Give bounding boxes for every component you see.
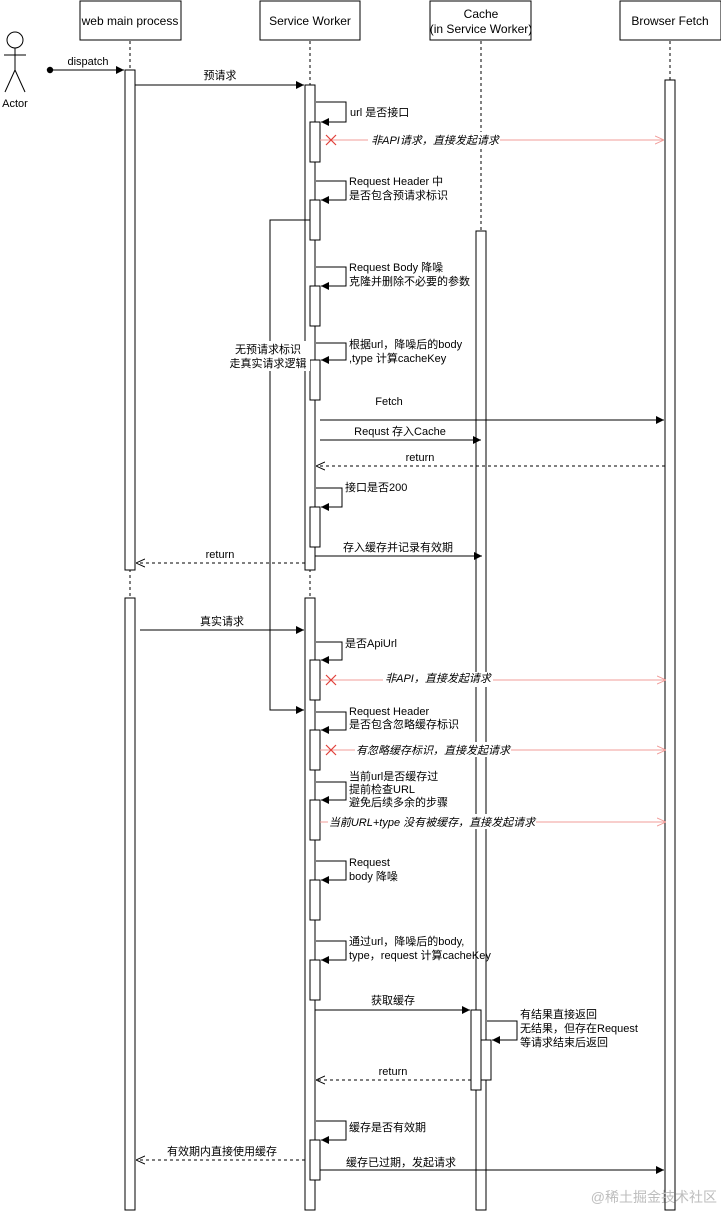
msg-header-check-label-1: Request Header 中	[349, 175, 443, 188]
msg-header-check-self	[316, 180, 347, 204]
msg-no-pre-flag-path	[269, 219, 310, 714]
msg-pre-request-label: 预请求	[204, 69, 237, 82]
watermark: @稀土掘金技术社区	[591, 1189, 717, 1205]
participant-web-box	[79, 0, 182, 41]
msg-cache-result-label-3: 等请求结束后返回	[520, 1035, 608, 1049]
activation-fetch-1	[664, 79, 676, 1211]
msg-url-check-label: url 是否接口	[350, 106, 409, 119]
participant-cache-label-1: Cache	[464, 7, 499, 21]
cross-icon	[325, 674, 337, 686]
participant-cache-box	[429, 0, 532, 41]
activation-sw-valid-check	[309, 1139, 321, 1181]
msg-body-denoise-label-1: Request Body 降噪	[349, 260, 443, 274]
actor-label: Actor	[2, 98, 28, 110]
activation-sw-url-cached	[309, 799, 321, 841]
msg-non-api-label: 非API请求，直接发起请求	[371, 134, 501, 147]
activation-web-2	[124, 597, 136, 1211]
participant-fetch-label: Browser Fetch	[631, 14, 708, 28]
msg-cache-expired-label: 缓存已过期，发起请求	[346, 1155, 456, 1169]
activation-sw-body-denoise	[309, 285, 321, 327]
msg-cachekey-2-label-1: 通过url，降噪后的body,	[349, 934, 464, 948]
msg-body-denoise-2-label-2: body 降噪	[349, 869, 398, 883]
msg-cachekey-self	[316, 342, 347, 364]
msg-cachekey-2-label-2: type，request 计算cacheKey	[349, 948, 491, 962]
activation-web-1	[124, 69, 136, 571]
msg-cachekey-label-1: 根据url，降噪后的body	[349, 337, 463, 351]
msg-store-expiry-label: 存入缓存并记录有效期	[343, 540, 453, 554]
msg-ignore-direct-label: 有忽略缓存标识，直接发起请求	[356, 744, 512, 757]
msg-no-pre-flag-label-1: 无预请求标识	[235, 342, 301, 356]
activation-sw-status-check	[309, 506, 321, 548]
msg-cache-result-label-2: 无结果，但存在Request	[520, 1021, 638, 1035]
msg-body-denoise-2-label-1: Request	[349, 857, 390, 869]
cross-icon	[325, 134, 337, 146]
participant-web-label: web main process	[81, 14, 179, 28]
msg-return-2-label: return	[206, 549, 235, 561]
participant-sw-box	[259, 0, 361, 41]
msg-ignore-check-label-1: Request Header	[349, 706, 429, 718]
msg-url-cached-label-1: 当前url是否缓存过	[349, 769, 438, 783]
msg-cache-result-self	[487, 1020, 518, 1044]
participant-fetch-box	[619, 0, 721, 41]
activation-sw-url-check	[309, 121, 321, 163]
activation-cache-result	[480, 1039, 492, 1081]
msg-not-cached-label: 当前URL+type 没有被缓存，直接发起请求	[329, 816, 537, 829]
msg-get-cache-label: 获取缓存	[371, 993, 415, 1007]
activation-cache-lookup	[470, 1009, 482, 1091]
msg-ignore-check-self	[316, 711, 347, 734]
cross-icon	[325, 744, 337, 756]
activation-sw-cachekey-2	[309, 959, 321, 1001]
msg-apiurl-label: 是否ApiUrl	[345, 637, 397, 650]
activation-sw-header-check	[309, 199, 321, 241]
msg-url-cached-label-3: 避免后续多余的步骤	[349, 795, 448, 809]
msg-cache-valid-self	[316, 1120, 347, 1144]
msg-body-denoise-self	[316, 266, 347, 290]
msg-apiurl-self	[316, 641, 343, 664]
activation-sw-cachekey	[309, 359, 321, 401]
activation-sw-apiurl-check	[309, 659, 321, 701]
participant-cache-label-2: (in Service Worker)	[430, 22, 532, 36]
msg-fetch-label: Fetch	[375, 396, 403, 408]
msg-use-cache-label: 有效期内直接使用缓存	[167, 1144, 277, 1158]
msg-body-denoise-2-self	[316, 860, 347, 884]
msg-url-cached-self	[316, 781, 347, 804]
msg-cache-result-label-1: 有结果直接返回	[520, 1007, 597, 1021]
msg-body-denoise-label-2: 克隆并删除不必要的参数	[349, 274, 470, 288]
activation-sw-body-denoise-2	[309, 879, 321, 921]
activation-sw-1	[304, 84, 316, 571]
msg-real-request-label: 真实请求	[200, 614, 244, 628]
msg-cachekey-label-2: ,type 计算cacheKey	[349, 351, 447, 365]
participant-sw-label: Service Worker	[269, 14, 351, 28]
msg-cache-valid-label: 缓存是否有效期	[349, 1120, 426, 1134]
msg-status-check-label: 接口是否200	[345, 481, 407, 494]
msg-cachekey-2-self	[316, 940, 347, 964]
msg-dispatch-label: dispatch	[68, 56, 109, 68]
msg-url-check-self	[316, 101, 347, 126]
msg-return-1-label: return	[406, 452, 435, 464]
msg-header-check-label-2: 是否包含预请求标识	[349, 188, 448, 202]
msg-store-cache-label: Requst 存入Cache	[354, 424, 446, 438]
msg-non-api-2-label: 非API，直接发起请求	[385, 672, 493, 685]
activation-cache-1	[475, 230, 487, 1211]
msg-url-cached-label-2: 提前检查URL	[349, 782, 415, 796]
activation-sw-ignore-check	[309, 729, 321, 771]
msg-return-3-label: return	[379, 1066, 408, 1078]
msg-status-check-self	[316, 487, 343, 511]
actor-figure	[4, 31, 26, 93]
msg-no-pre-flag-label-2: 走真实请求逻辑	[230, 356, 307, 370]
msg-ignore-check-label-2: 是否包含忽略缓存标识	[349, 717, 459, 731]
